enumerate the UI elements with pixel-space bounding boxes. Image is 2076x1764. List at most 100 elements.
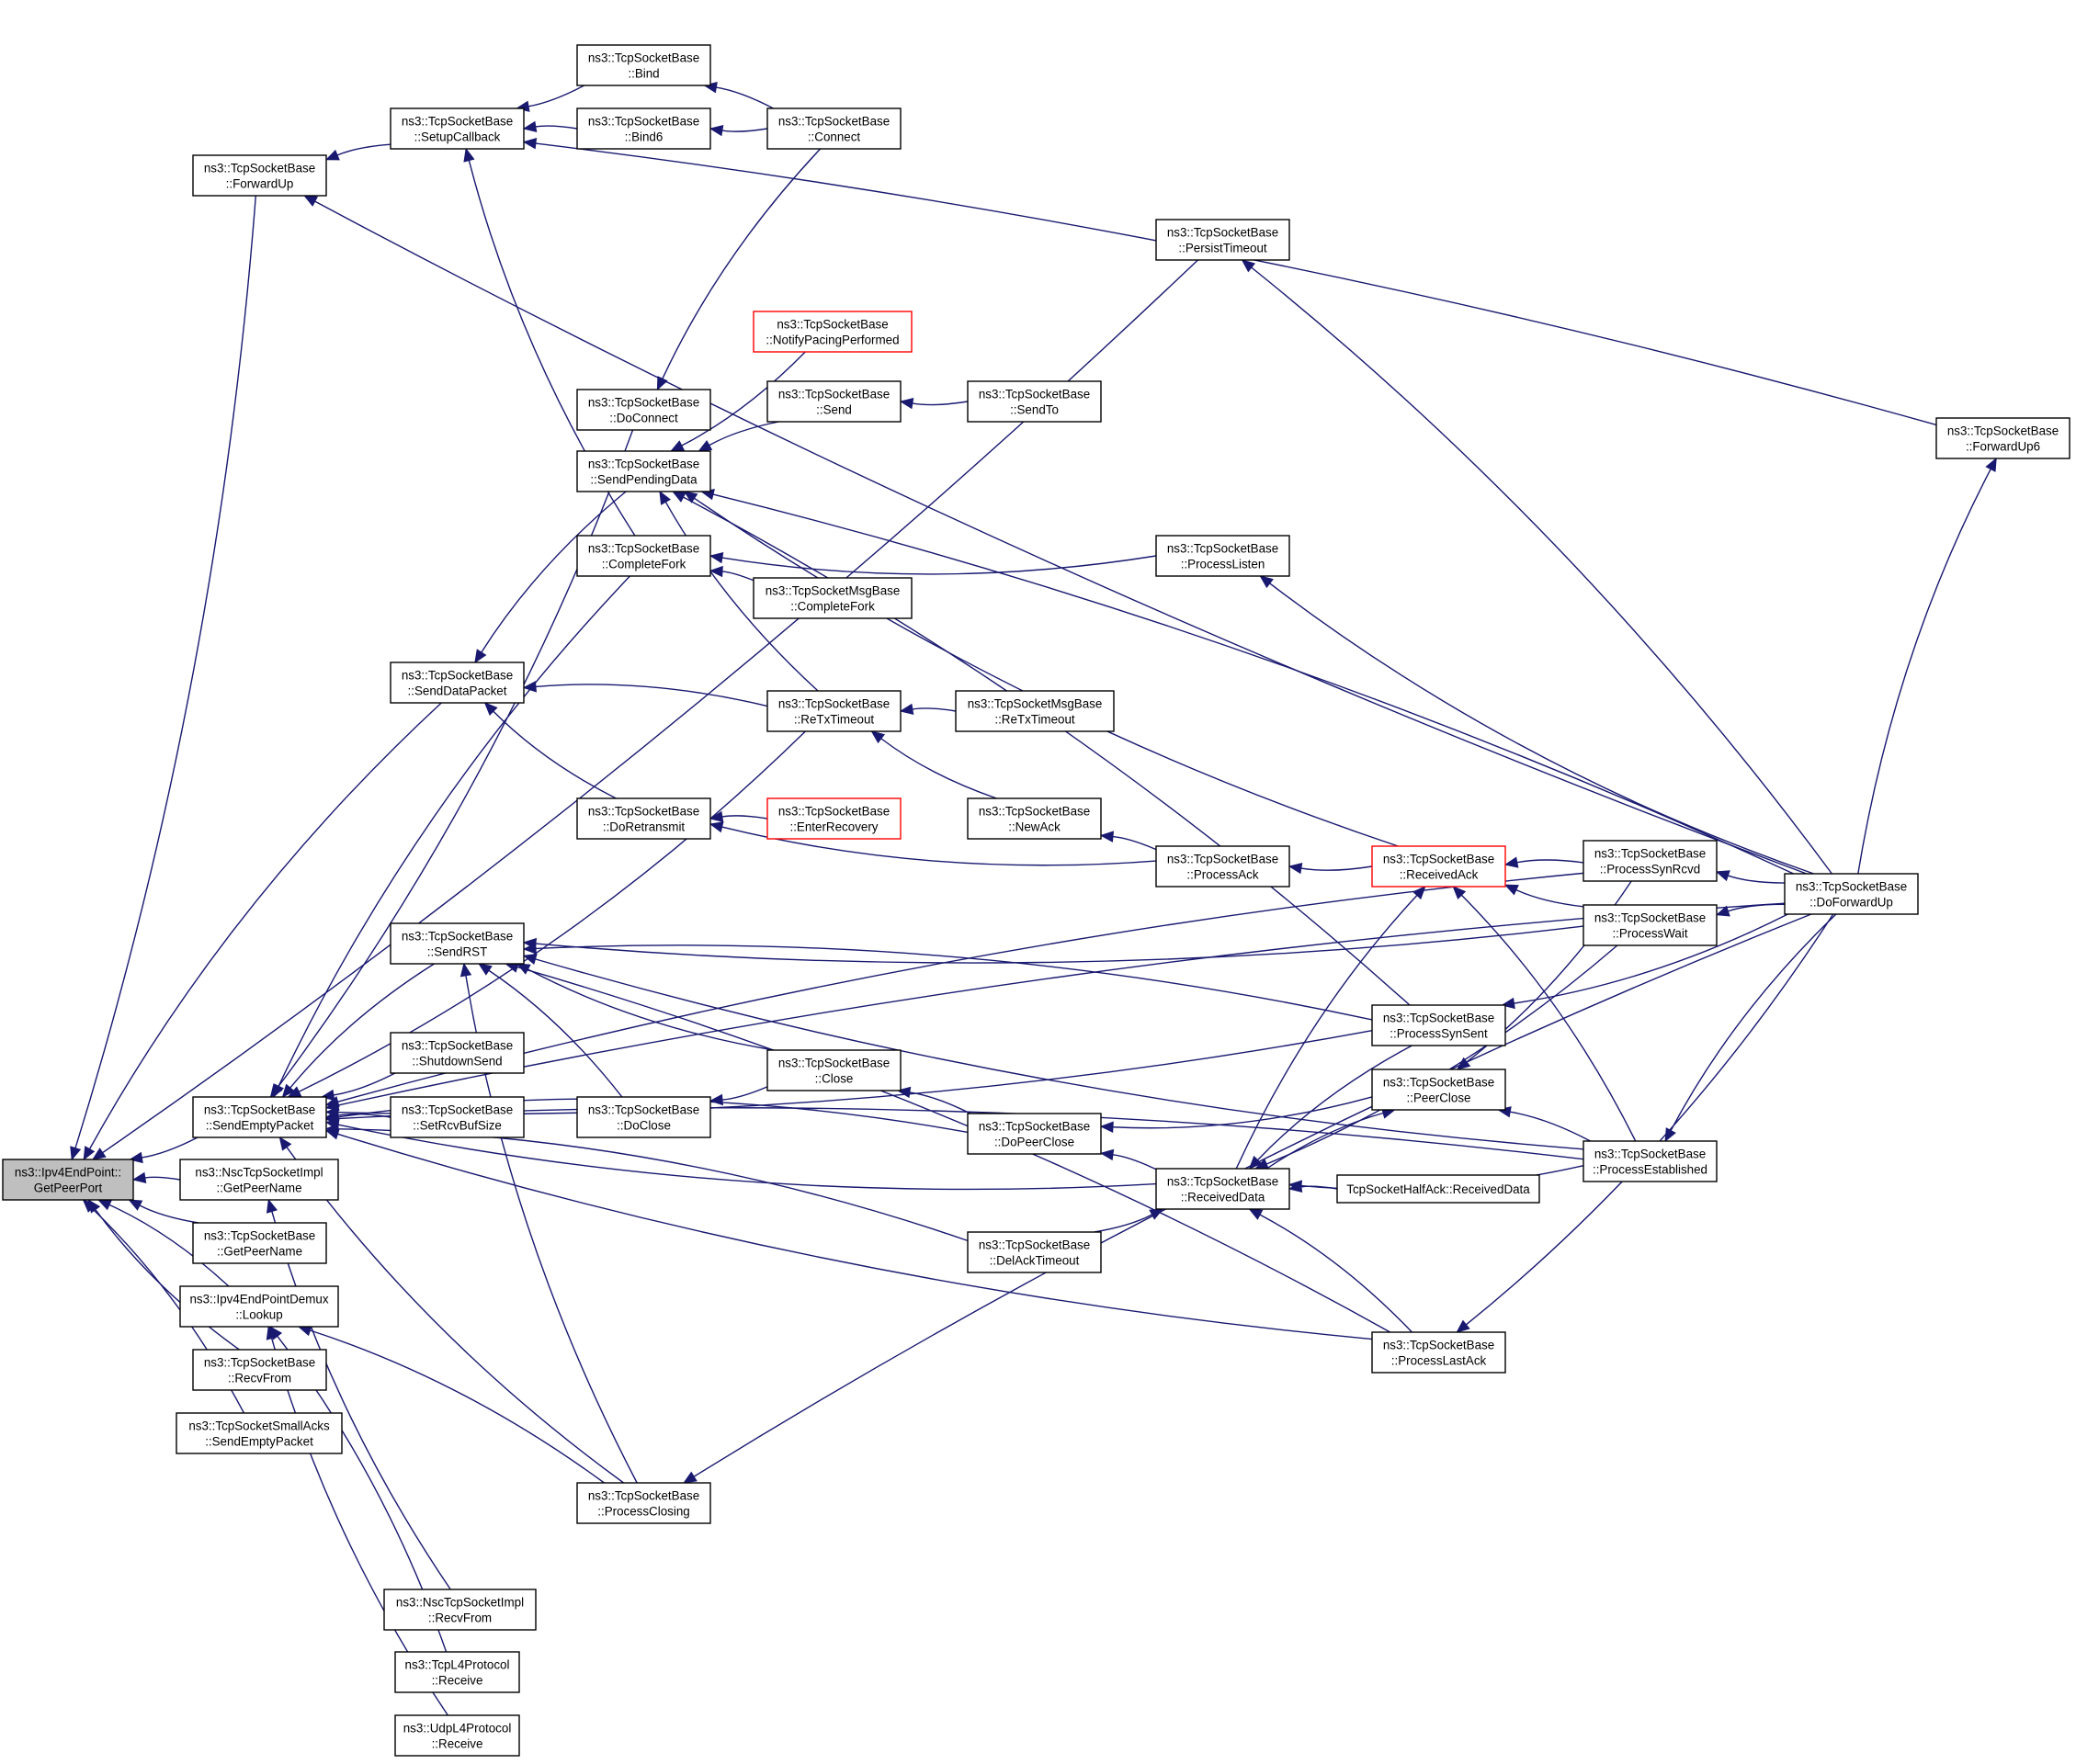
node-label-line: ns3::TcpSocketBase bbox=[778, 115, 890, 129]
node-label-line: ns3::TcpSocketMsgBase bbox=[968, 697, 1103, 711]
node-DoClose[interactable]: ns3::TcpSocketBase::DoClose bbox=[576, 1096, 711, 1138]
node-RecvFrom[interactable]: ns3::TcpSocketBase::RecvFrom bbox=[192, 1349, 327, 1391]
node-Lookup[interactable]: ns3::Ipv4EndPointDemux::Lookup bbox=[179, 1285, 339, 1328]
arrowhead-NotifyPacing-to-SendPendingData bbox=[670, 440, 686, 452]
arrowhead-PersistTimeout-to-root bbox=[91, 1148, 107, 1160]
node-label-line: ns3::TcpSocketBase bbox=[777, 318, 888, 332]
node-ShutdownSend[interactable]: ns3::TcpSocketBase::ShutdownSend bbox=[390, 1032, 525, 1074]
node-Bind[interactable]: ns3::TcpSocketBase::Bind bbox=[576, 44, 711, 86]
node-SetupCallback[interactable]: ns3::TcpSocketBase::SetupCallback bbox=[390, 107, 525, 150]
node-SendDataPacket[interactable]: ns3::TcpSocketBase::SendDataPacket bbox=[390, 662, 525, 704]
arrowhead-CompleteFork-to-SendEmptyPacket bbox=[273, 1083, 284, 1099]
edge-NscGetPeerName-to-root bbox=[144, 1176, 181, 1181]
node-label-line: ns3::TcpSocketBase bbox=[588, 1489, 699, 1503]
node-ProcessLastAck[interactable]: ns3::TcpSocketBase::ProcessLastAck bbox=[1371, 1331, 1506, 1374]
arrowhead-GetPeerName-to-root bbox=[128, 1199, 143, 1211]
node-DoPeerClose[interactable]: ns3::TcpSocketBase::DoPeerClose bbox=[967, 1113, 1102, 1155]
node-DoConnect[interactable]: ns3::TcpSocketBase::DoConnect bbox=[576, 389, 711, 431]
edge-DoRetransmit-to-SendDataPacket bbox=[493, 710, 617, 799]
edge-ProcessSynSent-to-SendRST bbox=[535, 944, 1373, 1021]
node-ProcessListen[interactable]: ns3::TcpSocketBase::ProcessListen bbox=[1155, 535, 1290, 577]
node-MsgReTxTimeout[interactable]: ns3::TcpSocketMsgBase::ReTxTimeout bbox=[955, 690, 1115, 732]
arrowhead-Send-to-SendPendingData bbox=[698, 439, 713, 452]
node-ProcessAck[interactable]: ns3::TcpSocketBase::ProcessAck bbox=[1155, 845, 1290, 888]
node-Connect[interactable]: ns3::TcpSocketBase::Connect bbox=[766, 107, 902, 150]
edge-ProcessAck-to-NewAck bbox=[1112, 835, 1157, 851]
node-Send[interactable]: ns3::TcpSocketBase::Send bbox=[766, 380, 902, 423]
node-SendEmptyPacket[interactable]: ns3::TcpSocketBase::SendEmptyPacket bbox=[192, 1096, 327, 1138]
node-GetPeerName[interactable]: ns3::TcpSocketBase::GetPeerName bbox=[192, 1222, 327, 1264]
node-label-line: ::ReTxTimeout bbox=[794, 713, 875, 727]
node-label-line: ::ShutdownSend bbox=[412, 1055, 502, 1069]
node-label-line: ns3::TcpL4Protocol bbox=[405, 1658, 510, 1672]
node-CompleteFork[interactable]: ns3::TcpSocketBase::CompleteFork bbox=[576, 535, 711, 577]
node-ReceivedAck[interactable]: ns3::TcpSocketBase::ReceivedAck bbox=[1371, 845, 1506, 888]
arrowhead-ProcessLastAck-to-ReceivedData bbox=[1248, 1208, 1264, 1220]
node-ReceivedData[interactable]: ns3::TcpSocketBase::ReceivedData bbox=[1155, 1168, 1290, 1210]
node-label-line: ::ProcessLastAck bbox=[1391, 1354, 1487, 1368]
node-root[interactable]: ns3::Ipv4EndPoint::GetPeerPort bbox=[2, 1159, 134, 1201]
node-DoForwardUp[interactable]: ns3::TcpSocketBase::DoForwardUp bbox=[1784, 873, 1919, 915]
edge-NotifyPacing-to-SendPendingData bbox=[681, 351, 806, 447]
arrowhead-DoForwardUp-to-ProcessSynRcvd bbox=[1715, 870, 1730, 882]
node-label-line: ::Connect bbox=[808, 130, 861, 144]
node-box bbox=[383, 1589, 537, 1631]
node-box bbox=[179, 1159, 339, 1201]
edge-ReceivedData-to-PeerClose bbox=[1265, 1112, 1384, 1170]
node-label-line: ns3::TcpSocketBase bbox=[204, 1229, 315, 1243]
node-ProcessWait[interactable]: ns3::TcpSocketBase::ProcessWait bbox=[1583, 904, 1718, 946]
node-SendPendingData[interactable]: ns3::TcpSocketBase::SendPendingData bbox=[576, 450, 711, 492]
node-PeerClose[interactable]: ns3::TcpSocketBase::PeerClose bbox=[1371, 1069, 1506, 1111]
arrowhead-ForwardUp-to-root bbox=[70, 1146, 82, 1161]
edge-ProcessSynRcvd-to-SendEmptyPacket bbox=[337, 872, 1584, 1102]
arrowhead-Connect-to-Bind6 bbox=[709, 124, 724, 137]
node-DelAckTimeout[interactable]: ns3::TcpSocketBase::DelAckTimeout bbox=[967, 1231, 1102, 1273]
node-NscGetPeerName[interactable]: ns3::NscTcpSocketImpl::GetPeerName bbox=[179, 1159, 339, 1201]
node-NscRecvFrom[interactable]: ns3::NscTcpSocketImpl::RecvFrom bbox=[383, 1589, 537, 1631]
node-Bind6[interactable]: ns3::TcpSocketBase::Bind6 bbox=[576, 107, 711, 150]
node-SendTo[interactable]: ns3::TcpSocketBase::SendTo bbox=[967, 380, 1102, 423]
edge-ProcessSynSent-to-ReceivedData bbox=[1257, 1045, 1412, 1161]
node-Close[interactable]: ns3::TcpSocketBase::Close bbox=[766, 1049, 902, 1091]
arrowhead-DoForwardUp-to-ProcessClosing bbox=[683, 1471, 698, 1484]
node-MsgCompleteFork[interactable]: ns3::TcpSocketMsgBase::CompleteFork bbox=[753, 577, 913, 619]
edge-MsgReTxTimeout-to-ReTxTimeout bbox=[912, 707, 957, 712]
node-SmallAcks[interactable]: ns3::TcpSocketSmallAcks::SendEmptyPacket bbox=[176, 1412, 343, 1454]
node-NotifyPacing[interactable]: ns3::TcpSocketBase::NotifyPacingPerforme… bbox=[753, 311, 913, 353]
edge-SendPendingData-to-SendDataPacket bbox=[481, 491, 627, 653]
node-label-line: ::ProcessListen bbox=[1181, 558, 1265, 571]
node-box bbox=[390, 922, 525, 965]
node-PersistTimeout[interactable]: ns3::TcpSocketBase::PersistTimeout bbox=[1155, 219, 1290, 261]
edge-Close-to-DoClose bbox=[721, 1086, 768, 1101]
node-label-line: ::SendPendingData bbox=[590, 473, 698, 487]
node-SetRcvBufSize[interactable]: ns3::TcpSocketBase::SetRcvBufSize bbox=[390, 1096, 525, 1138]
node-NewAck[interactable]: ns3::TcpSocketBase::NewAck bbox=[967, 797, 1102, 840]
node-ProcessSynSent[interactable]: ns3::TcpSocketBase::ProcessSynSent bbox=[1371, 1004, 1506, 1046]
node-box bbox=[1371, 845, 1506, 888]
edge-DoForwardUp-to-ProcessListen bbox=[1269, 582, 1814, 875]
node-label-line: ns3::TcpSocketBase bbox=[778, 1057, 890, 1070]
node-label-line: ns3::TcpSocketBase bbox=[1383, 1076, 1494, 1090]
arrowhead-DoForwardUp-to-PersistTimeout bbox=[1241, 259, 1256, 273]
edge-DoForwardUp-to-ProcessSynSent bbox=[1514, 913, 1788, 1004]
node-ProcessEstablished[interactable]: ns3::TcpSocketBase::ProcessEstablished bbox=[1583, 1140, 1718, 1182]
node-label-line: ::ProcessClosing bbox=[597, 1505, 689, 1519]
node-label-line: ::SendTo bbox=[1010, 403, 1059, 417]
node-box bbox=[967, 380, 1102, 423]
node-ReTxTimeout[interactable]: ns3::TcpSocketBase::ReTxTimeout bbox=[766, 690, 902, 732]
node-DoRetransmit[interactable]: ns3::TcpSocketBase::DoRetransmit bbox=[576, 797, 711, 840]
node-ForwardUp[interactable]: ns3::TcpSocketBase::ForwardUp bbox=[192, 154, 327, 197]
node-label-line: ::DoForwardUp bbox=[1809, 896, 1893, 910]
node-ProcessSynRcvd[interactable]: ns3::TcpSocketBase::ProcessSynRcvd bbox=[1583, 840, 1718, 882]
node-HalfAck[interactable]: TcpSocketHalfAck::ReceivedData bbox=[1336, 1174, 1540, 1204]
node-label-line: ::ProcessAck bbox=[1186, 868, 1258, 882]
node-box bbox=[576, 107, 711, 150]
node-TcpL4Receive[interactable]: ns3::TcpL4Protocol::Receive bbox=[394, 1651, 520, 1693]
node-ForwardUp6[interactable]: ns3::TcpSocketBase::ForwardUp6 bbox=[1935, 417, 2070, 459]
node-label-line: ns3::TcpSocketBase bbox=[588, 396, 699, 410]
node-SendRST[interactable]: ns3::TcpSocketBase::SendRST bbox=[390, 922, 525, 965]
node-UdpL4Receive[interactable]: ns3::UdpL4Protocol::Receive bbox=[394, 1714, 520, 1757]
node-EnterRecovery[interactable]: ns3::TcpSocketBase::EnterRecovery bbox=[766, 797, 902, 840]
node-ProcessClosing[interactable]: ns3::TcpSocketBase::ProcessClosing bbox=[576, 1482, 711, 1524]
